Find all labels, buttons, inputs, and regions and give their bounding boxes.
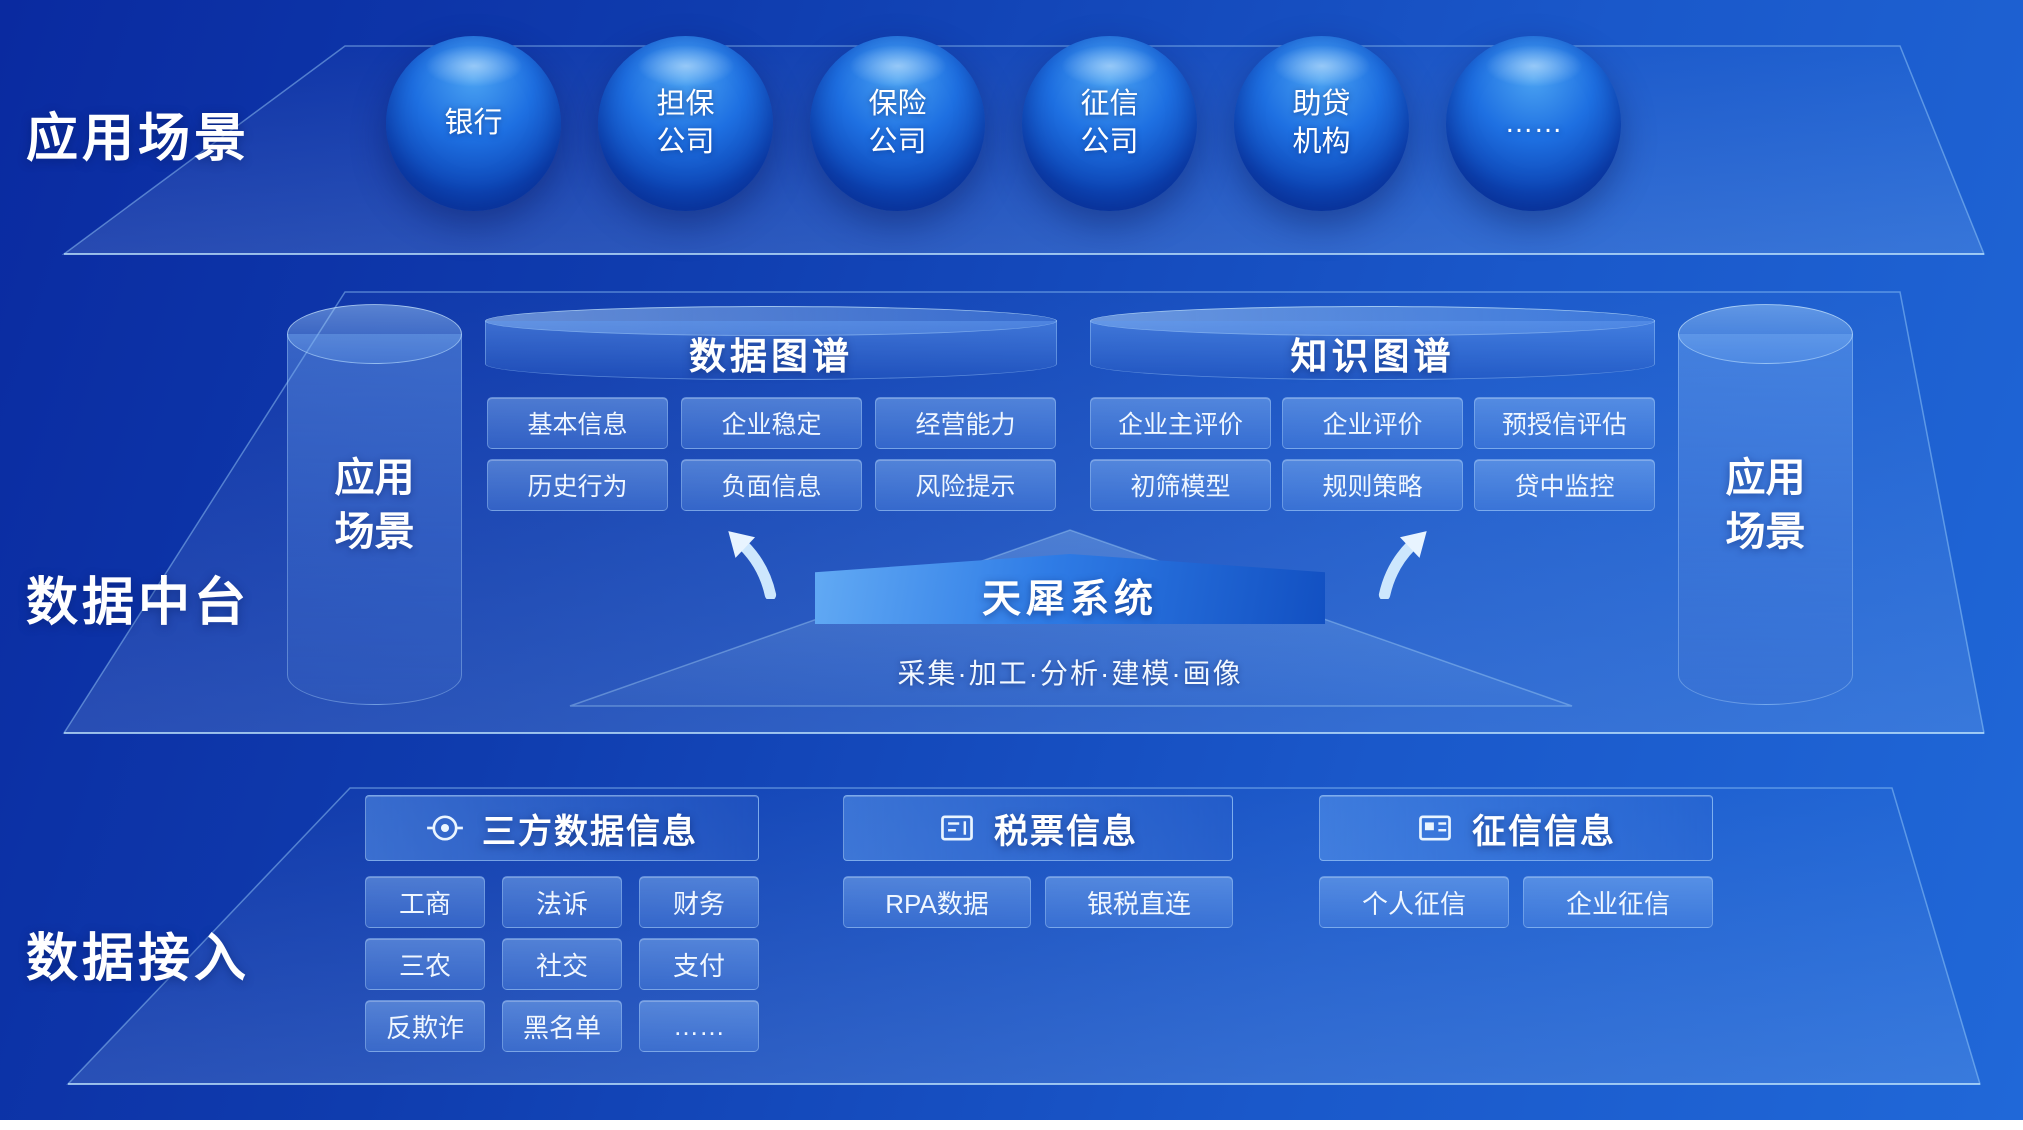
chip-enterprise-evaluation: 企业评价 [1282, 397, 1463, 449]
invoice-icon [938, 809, 976, 847]
tax-invoice-title: 税票信息 [994, 812, 1138, 851]
sphere-loan-assist-institution: 助贷机构 [1234, 36, 1409, 211]
third-party-data-header: 三方数据信息 [365, 795, 759, 861]
disk-body [1090, 321, 1655, 380]
left-application-cylinder: 应用场景 [287, 304, 462, 705]
sphere-insurance-company: 保险公司 [810, 36, 985, 211]
cylinder-label: 应用场景 [1725, 455, 1806, 554]
chip-negative-info: 负面信息 [681, 459, 862, 511]
section-label-data-access: 数据接入 [26, 930, 251, 988]
sphere-label: 担保公司 [656, 87, 715, 158]
credit-chip-grid: 个人征信 企业征信 [1319, 876, 1713, 928]
chip-screening-model: 初筛模型 [1090, 459, 1271, 511]
third-party-data-title: 三方数据信息 [482, 812, 698, 851]
chip-operating-capability: 经营能力 [875, 397, 1056, 449]
target-icon [426, 809, 464, 847]
cylinder-body [287, 334, 462, 705]
up-arrow-icon [1368, 527, 1434, 601]
chip-personal-credit: 个人征信 [1319, 876, 1509, 928]
third-party-chip-grid: 工商 法诉 财务 三农 社交 支付 反欺诈 黑名单 …… [365, 876, 759, 1052]
chip-rpa-data: RPA数据 [843, 876, 1031, 928]
tax-invoice-header: 税票信息 [843, 795, 1233, 861]
chip-payment: 支付 [639, 938, 759, 990]
tax-chip-grid: RPA数据 银税直连 [843, 876, 1233, 928]
chip-agriculture: 三农 [365, 938, 485, 990]
platform-top [61, 45, 1986, 255]
chip-risk-alert: 风险提示 [875, 459, 1056, 511]
chip-bank-tax-direct: 银税直连 [1045, 876, 1233, 928]
sphere-label: 助贷机构 [1292, 87, 1351, 158]
disk-body [485, 321, 1057, 380]
chip-social: 社交 [502, 938, 622, 990]
sphere-label: …… [1504, 106, 1563, 139]
chip-finance: 财务 [639, 876, 759, 928]
cylinder-label: 应用场景 [334, 455, 415, 554]
data-graph-header: 数据图谱 [485, 306, 1057, 380]
sphere-credit-company: 征信公司 [1022, 36, 1197, 211]
chip-owner-evaluation: 企业主评价 [1090, 397, 1271, 449]
chip-pre-credit-assessment: 预授信评估 [1474, 397, 1655, 449]
chip-litigation: 法诉 [502, 876, 622, 928]
chip-enterprise-credit: 企业征信 [1523, 876, 1713, 928]
chip-more: …… [639, 1000, 759, 1052]
credit-info-header: 征信信息 [1319, 795, 1713, 861]
section-label-data-middle-platform: 数据中台 [26, 574, 251, 632]
section-label-application-scenarios: 应用场景 [26, 110, 251, 168]
chip-in-loan-monitoring: 贷中监控 [1474, 459, 1655, 511]
sphere-label: 保险公司 [868, 87, 927, 158]
sphere-more: …… [1446, 36, 1621, 211]
tianxi-system-subtitle: 采集·加工·分析·建模·画像 [897, 658, 1243, 689]
credit-report-icon [1416, 809, 1454, 847]
knowledge-graph-chip-grid: 企业主评价 企业评价 预授信评估 初筛模型 规则策略 贷中监控 [1090, 397, 1655, 511]
sphere-guarantee-company: 担保公司 [598, 36, 773, 211]
chip-blacklist: 黑名单 [502, 1000, 622, 1052]
knowledge-graph-title: 知识图谱 [1290, 336, 1455, 377]
data-graph-chip-grid: 基本信息 企业稳定 经营能力 历史行为 负面信息 风险提示 [487, 397, 1056, 511]
chip-basic-info: 基本信息 [487, 397, 668, 449]
cylinder-body [1678, 334, 1853, 705]
up-arrow-icon [721, 527, 787, 601]
chip-rule-strategy: 规则策略 [1282, 459, 1463, 511]
credit-info-title: 征信信息 [1472, 812, 1616, 851]
sphere-label: 银行 [444, 106, 503, 139]
tianxi-system-title: 天犀系统 [981, 578, 1158, 621]
chip-industry-commerce: 工商 [365, 876, 485, 928]
page-bottom-margin [0, 1120, 2023, 1130]
data-graph-title: 数据图谱 [689, 336, 853, 377]
chip-historical-behavior: 历史行为 [487, 459, 668, 511]
knowledge-graph-header: 知识图谱 [1090, 306, 1655, 380]
chip-anti-fraud: 反欺诈 [365, 1000, 485, 1052]
sphere-bank: 银行 [386, 36, 561, 211]
right-application-cylinder: 应用场景 [1678, 304, 1853, 705]
sphere-label: 征信公司 [1080, 87, 1139, 158]
chip-enterprise-stability: 企业稳定 [681, 397, 862, 449]
